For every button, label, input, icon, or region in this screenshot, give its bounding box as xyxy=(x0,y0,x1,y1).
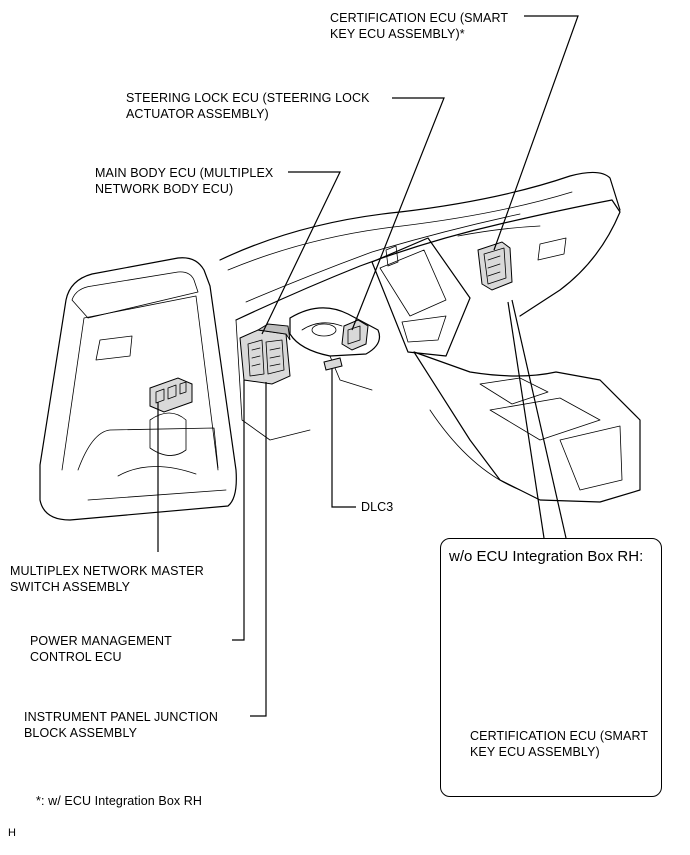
label-main-body-ecu: MAIN BODY ECU (MULTIPLEX NETWORK BODY EC… xyxy=(95,166,274,196)
leader-lines xyxy=(157,15,579,717)
steering-lock-ecu-component xyxy=(341,319,369,351)
label-junction-block: INSTRUMENT PANEL JUNCTION BLOCK ASSEMBLY xyxy=(24,710,218,740)
certification-ecu-component xyxy=(477,241,513,291)
junction-block-component xyxy=(239,323,291,385)
label-power-management-ecu: POWER MANAGEMENT CONTROL ECU xyxy=(30,634,172,664)
label-multiplex-master-switch: MULTIPLEX NETWORK MASTER SWITCH ASSEMBLY xyxy=(10,564,204,594)
dlc3-component xyxy=(323,357,343,371)
label-steering-lock-ecu: STEERING LOCK ECU (STEERING LOCK ACTUATO… xyxy=(126,91,370,121)
dashboard-illustration xyxy=(219,171,641,503)
label-certification-ecu-top: CERTIFICATION ECU (SMART KEY ECU ASSEMBL… xyxy=(330,11,509,41)
front-door-illustration xyxy=(39,257,237,521)
inset-title: w/o ECU Integration Box RH: xyxy=(449,548,644,565)
footnote: *: w/ ECU Integration Box RH xyxy=(36,794,203,808)
corner-code: H xyxy=(8,827,17,839)
inset-panel xyxy=(440,538,662,797)
label-inset-certification-ecu: CERTIFICATION ECU (SMART KEY ECU ASSEMBL… xyxy=(470,729,649,759)
label-dlc3: DLC3 xyxy=(361,500,394,514)
master-switch-component xyxy=(149,377,193,413)
